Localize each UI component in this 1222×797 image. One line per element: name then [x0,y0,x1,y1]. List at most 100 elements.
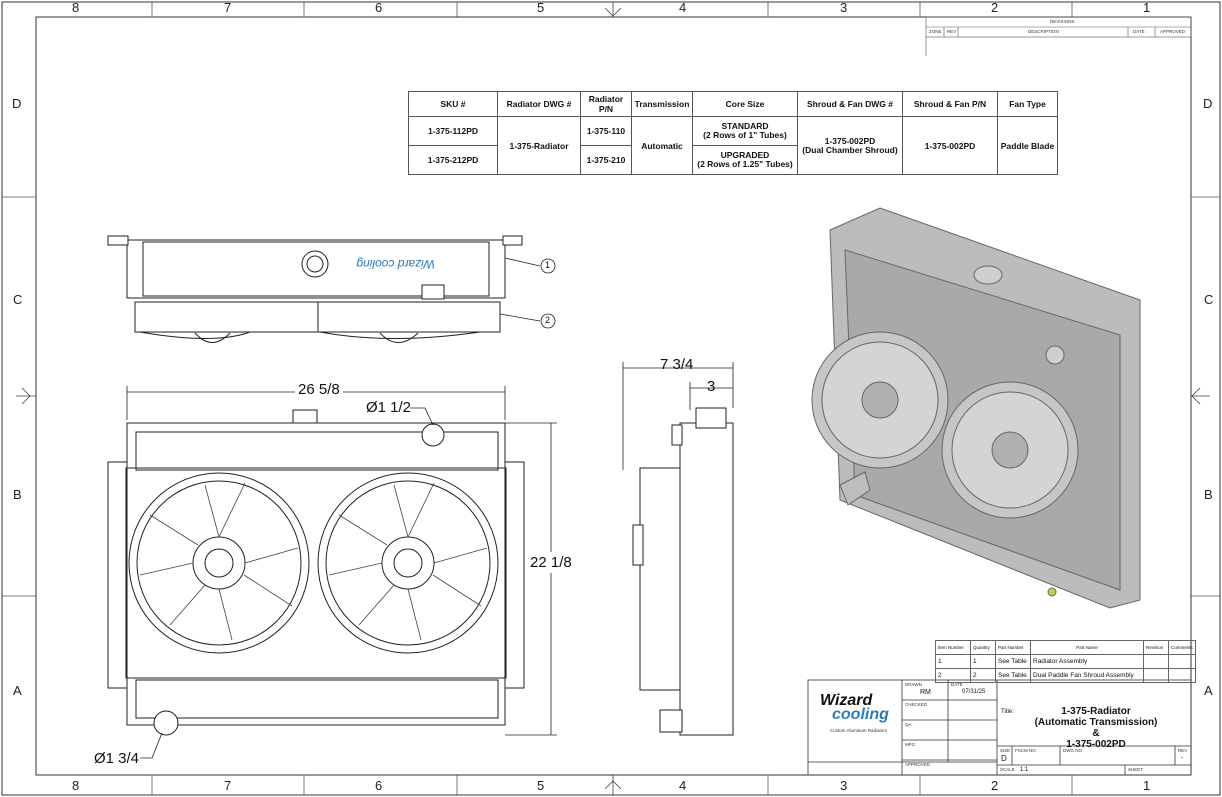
sku-cell: 1-375-212PD [408,145,498,175]
dim-depth: 7 3/4 [660,356,694,373]
dim-width: 26 5/8 [295,381,343,398]
bom-cell: 2 [970,668,996,683]
dim-core-depth: 3 [707,378,716,395]
logo-main: Wizard [820,692,873,709]
table-row: 2 2 See Table Dual Paddle Fan Shroud Ass… [935,668,1196,683]
bom-col-revision: Revision [1143,640,1169,655]
rev-header-date: DATE [1133,29,1145,34]
rev-label: REV [1178,748,1188,753]
bom-cell: 2 [935,668,971,683]
table-row: 1-375-212PD 1-375-210 UPGRADED (2 Rows o… [408,145,1058,175]
zone-col-4-top: 4 [679,0,687,15]
approved-label: APPROVED [905,762,931,767]
drawing-title: 1-375-Radiator (Automatic Transmission) … [1005,706,1187,750]
front-view [107,409,525,736]
qa-label: QA [905,722,912,727]
company-logo: Wizard cooling Custom Aluminum Radiators [818,692,894,740]
size-label: SIZE [1000,748,1011,753]
col-radiator-pn: Radiator P/N [580,91,632,117]
fan-type-cell: Paddle Blade [997,116,1058,175]
core-size-cell: STANDARD (2 Rows of 1" Tubes) [692,116,798,146]
revisions-title: REVISIONS [1050,19,1075,24]
mfg-label: MFG [905,742,915,747]
bom-col-part-number: Part Number [995,640,1031,655]
zone-col-8-top: 8 [72,0,80,15]
dim-outlet-diameter: Ø1 3/4 [94,750,140,767]
balloon-2: 2 [545,315,551,325]
spec-header-row: SKU # Radiator DWG # Radiator P/N Transm… [408,91,1058,117]
col-fan-type: Fan Type [997,91,1058,117]
bom-header-row: Item Number Quantity Part Number Part Na… [935,640,1196,655]
bom-cell: See Table [995,654,1031,669]
table-row: 1-375-112PD 1-375-Radiator 1-375-110 Aut… [408,116,1058,175]
zone-col-1-bottom: 1 [1143,778,1151,793]
logo-sub: cooling [832,706,889,723]
zone-col-5-bottom: 5 [537,778,545,793]
sku-spec-table: SKU # Radiator DWG # Radiator P/N Transm… [408,91,1058,175]
bom-col-comments: Comments [1168,640,1196,655]
radiator-pn-cell: 1-375-110 [580,116,632,146]
bom-col-item: Item Number [935,640,971,655]
logo-tagline: Custom Aluminum Radiators [830,728,888,733]
zone-row-a-left: A [13,683,22,698]
dim-height: 22 1/8 [530,552,572,573]
col-radiator-dwg: Radiator DWG # [497,91,581,117]
title-line-1: 1-375-Radiator [1061,706,1131,717]
col-sku: SKU # [408,91,498,117]
radiator-dwg-cell: 1-375-Radiator [497,116,581,175]
balloon-1: 1 [545,260,551,270]
size-value: D [1001,754,1007,763]
col-shroud-pn: Shroud & Fan P/N [902,91,998,117]
zone-col-2-top: 2 [991,0,999,15]
zone-col-6-bottom: 6 [375,778,383,793]
fscm-label: FSCM NO [1015,748,1036,753]
title-label: Title: [1001,709,1014,715]
bom-cell: Dual Paddle Fan Shroud Assembly [1030,668,1144,683]
bom-table: Item Number Quantity Part Number Part Na… [935,640,1196,683]
zone-row-b-left: B [13,487,22,502]
bom-cell [1168,668,1196,683]
title-line-2: (Automatic Transmission) [1034,717,1158,728]
bom-cell: 1 [935,654,971,669]
date-label: DATE [951,682,963,687]
scale-value: 1:1 [1020,767,1029,773]
zone-col-7-top: 7 [224,0,232,15]
bom-col-quantity: Quantity [970,640,996,655]
zone-row-d-right: D [1203,96,1213,111]
bom-cell: 1 [970,654,996,669]
zone-col-2-bottom: 2 [991,778,999,793]
zone-col-3-top: 3 [840,0,848,15]
rev-header-rev: REV [947,29,957,34]
scale-label: SCALE [1000,767,1015,772]
zone-row-c-right: C [1204,292,1214,307]
zone-col-5-top: 5 [537,0,545,15]
col-transmission: Transmission [631,91,693,117]
checked-label: CHECKED [905,702,928,707]
rev-header-zone: ZONE [929,29,942,34]
drawn-value: RM [920,689,931,696]
sku-cell: 1-375-112PD [408,116,498,146]
table-row: 1 1 See Table Radiator Assembly [935,654,1196,669]
title-line-4: 1-375-002PD [1066,739,1126,750]
rev-header-approved: APPROVED [1160,29,1186,34]
fan-blades [139,482,488,641]
radiator-pn-cell: 1-375-210 [580,145,632,175]
isometric-view [811,207,1141,609]
date-value: 07/31/25 [962,689,986,695]
shroud-pn-cell: 1-375-002PD [902,116,998,175]
col-shroud-dwg: Shroud & Fan DWG # [797,91,903,117]
drawn-label: DRAWN [905,682,922,687]
side-view [632,407,734,736]
sheet-label: SHEET [1128,767,1144,772]
zone-row-d-left: D [12,96,22,111]
bom-col-part-name: Part Name [1030,640,1144,655]
col-core-size: Core Size [692,91,798,117]
bom-cell [1143,654,1169,669]
dim-cap-diameter: Ø1 1/2 [366,399,412,416]
rev-header-description: DESCRIPTION [1028,29,1059,34]
zone-col-1-top: 1 [1143,0,1151,15]
top-view [107,235,523,343]
zone-col-7-bottom: 7 [224,778,232,793]
transmission-cell: Automatic [631,116,693,175]
